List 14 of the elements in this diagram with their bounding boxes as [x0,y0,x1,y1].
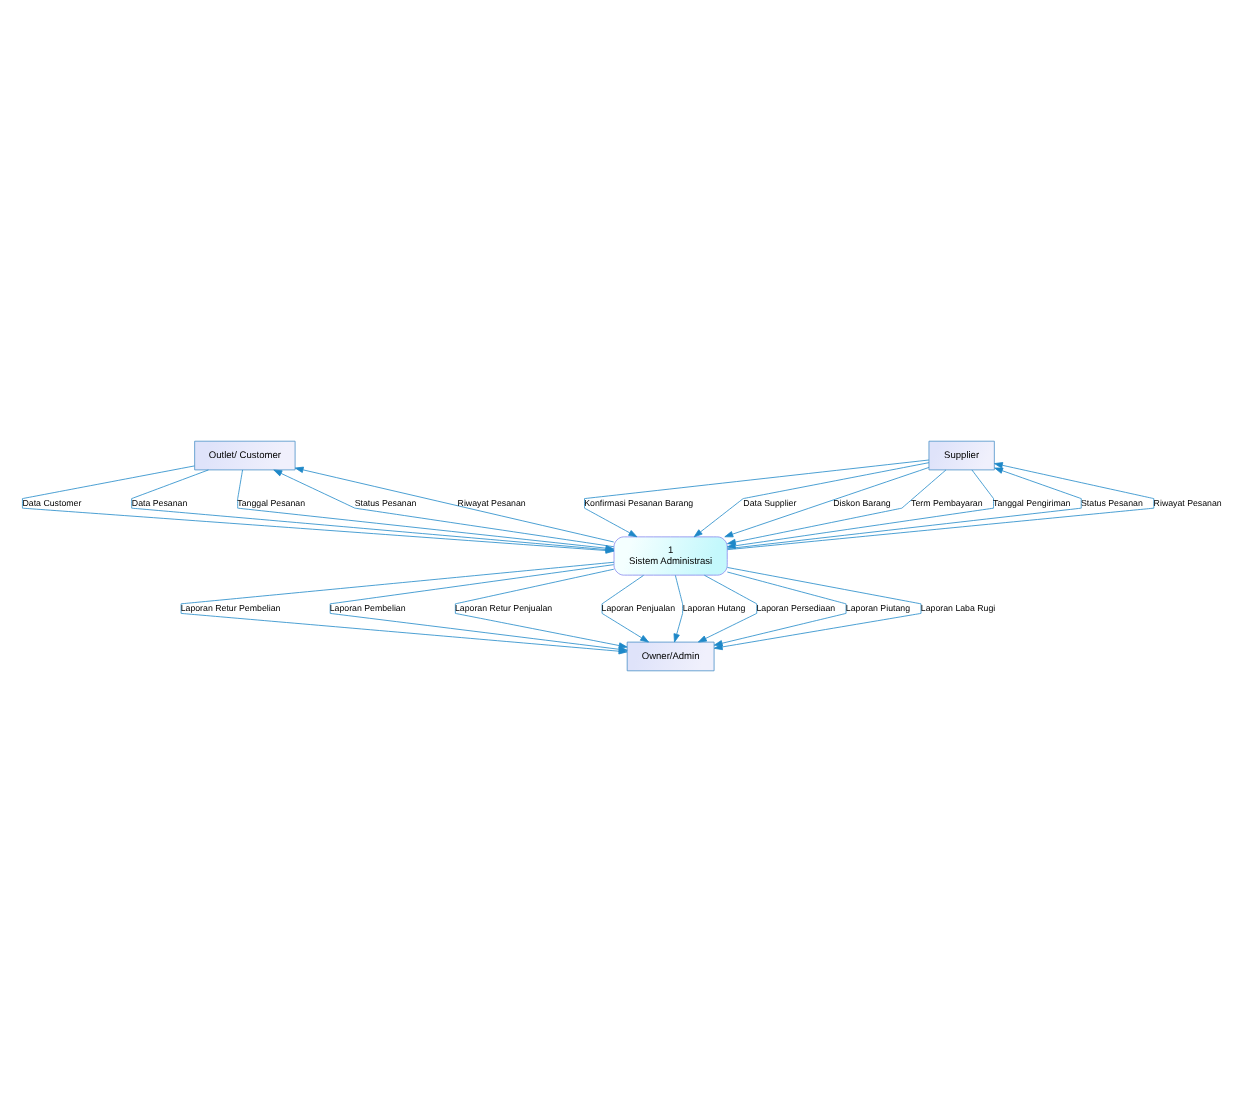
arrow [713,566,922,650]
arrow [454,567,628,648]
arrow [294,465,615,542]
arrow [727,461,1155,550]
arrow [726,468,994,548]
arrow [713,570,847,646]
arrow [727,468,947,545]
arrow [726,466,1082,549]
arrow [601,574,649,642]
arrow [724,466,930,537]
arrow [693,461,930,537]
arrow [697,573,758,642]
arrow [673,574,683,642]
arrow [584,458,930,537]
